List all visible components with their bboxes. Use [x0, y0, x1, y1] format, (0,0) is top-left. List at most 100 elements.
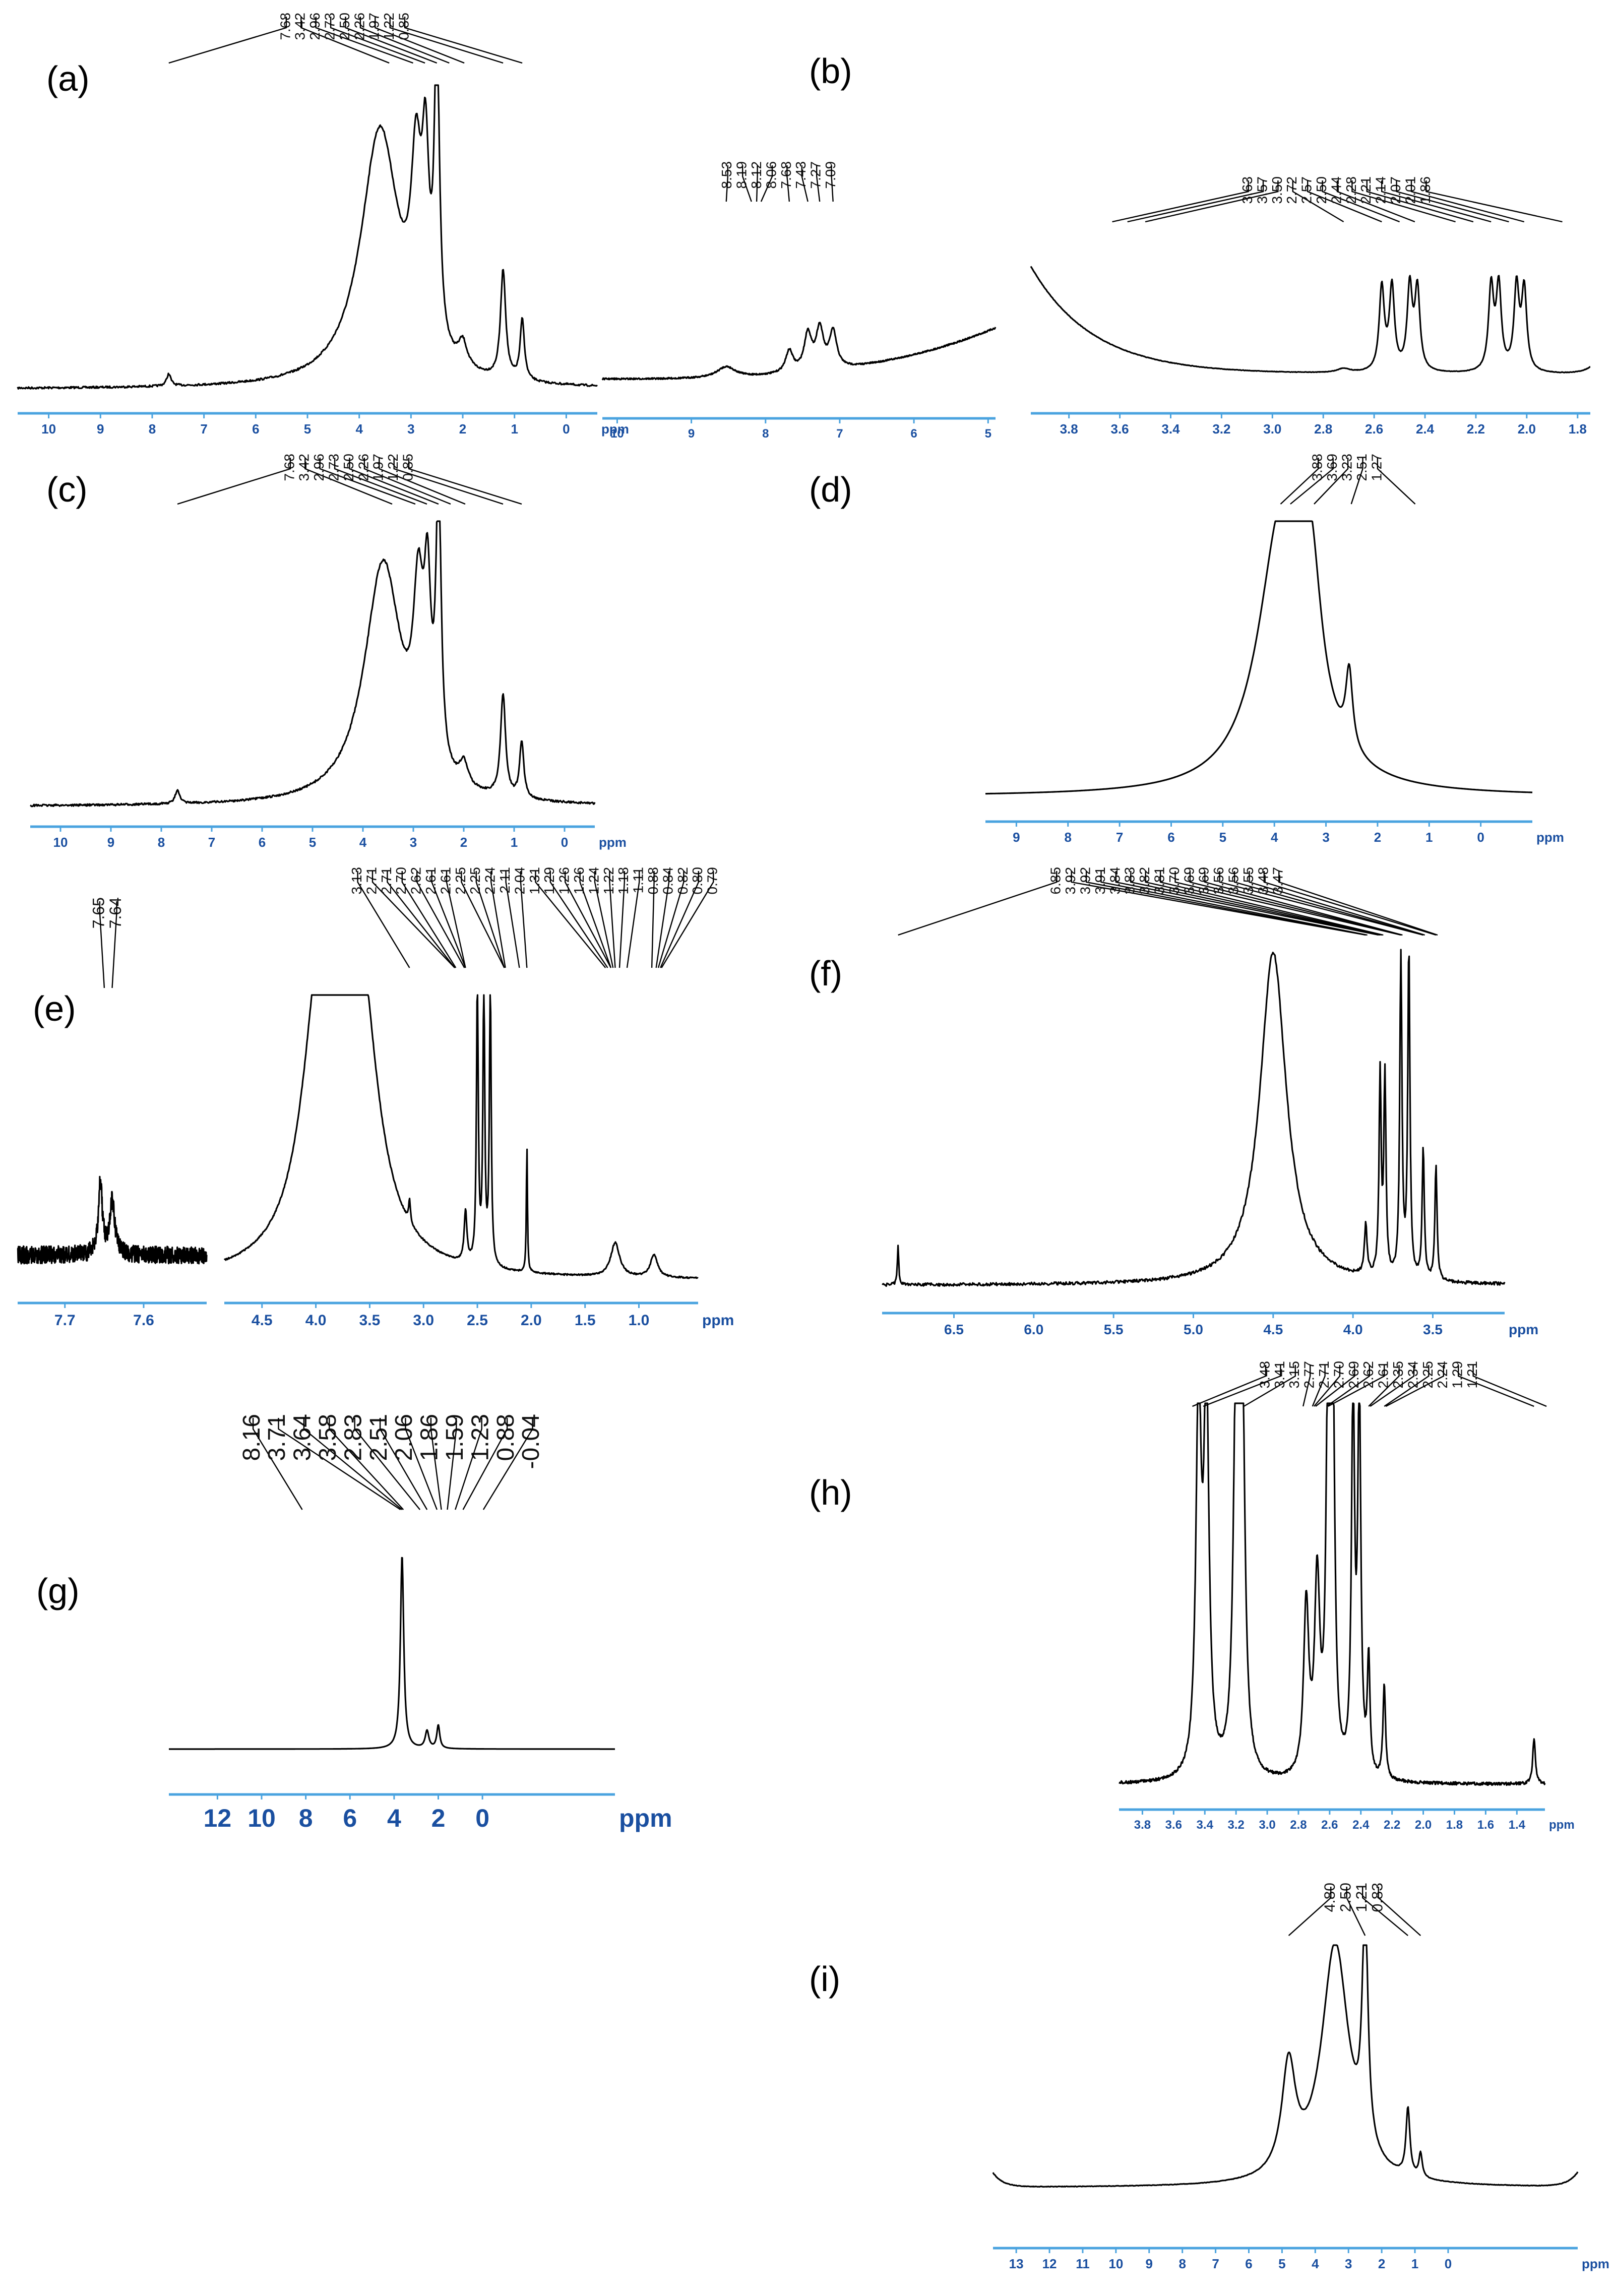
tick-label-b2: 2.2 [1467, 421, 1485, 437]
peak-leader-e2 [579, 871, 612, 968]
x-axis-title-c: ppm [599, 835, 627, 850]
tick-label-b2: 3.6 [1111, 421, 1129, 437]
peak-leader-e2 [651, 871, 655, 968]
tick-label-c: 4 [359, 835, 367, 850]
tick-label-b2: 2.0 [1518, 421, 1536, 437]
peak-label-e2: 1.24 [586, 867, 601, 895]
peak-label-d: 3.23 [1339, 454, 1354, 481]
peak-leader-g [329, 1418, 404, 1510]
tick-label-c: 1 [511, 835, 518, 850]
peak-leader-e1 [111, 901, 117, 988]
peak-label-e2: 2.24 [482, 867, 498, 895]
peak-leader-h [1302, 1365, 1311, 1407]
spectrum-trace-e2 [223, 994, 699, 1279]
peak-leader-i [1346, 1887, 1366, 1936]
peak-label-e2: 1.26 [571, 867, 587, 895]
peak-leader-e2 [387, 871, 456, 968]
peak-leader-g [462, 1418, 508, 1510]
tick-label-a: 4 [355, 421, 363, 437]
tick-label-e2: 4.0 [305, 1312, 327, 1329]
peak-leader-h [1368, 1365, 1400, 1407]
peak-label-d: 3.69 [1324, 454, 1340, 481]
peak-label-e1: 7.65 [89, 897, 107, 928]
peak-leader-b2 [1292, 180, 1344, 223]
peak-leader-b2 [1307, 180, 1382, 223]
peak-leader-e2 [535, 871, 606, 968]
peak-leader-c [304, 458, 393, 505]
peak-leader-h [1457, 1365, 1534, 1407]
peak-leader-f [1233, 871, 1423, 936]
tick-label-b2: 1.8 [1569, 421, 1587, 437]
peak-leader-i [1361, 1887, 1408, 1936]
spectrum-trace-g [168, 1557, 615, 1750]
peak-leader-h [1472, 1365, 1547, 1407]
panel-label-a: (a) [46, 59, 90, 98]
peak-leader-e2 [549, 871, 608, 968]
panel-label-i: (i) [809, 1959, 840, 1999]
peak-label-b2: 1.86 [1417, 176, 1433, 204]
peak-label-h: 2.62 [1360, 1361, 1376, 1389]
peak-label-f: 3.92 [1077, 867, 1093, 895]
tick-label-g: 2 [431, 1804, 446, 1832]
peak-leader-c [363, 458, 451, 505]
peak-label-e2: 2.71 [379, 867, 394, 895]
peak-label-h: 2.77 [1301, 1361, 1317, 1389]
tick-label-a: 9 [97, 421, 104, 437]
peak-label-f: 3.56 [1225, 867, 1241, 895]
peak-leader-f [1085, 871, 1366, 936]
peak-leader-f [1249, 871, 1425, 936]
peak-leader-e2 [431, 871, 466, 968]
tick-label-h: 2.4 [1352, 1818, 1370, 1832]
tick-label-g: 4 [387, 1804, 401, 1832]
peak-label-b2: 2.57 [1299, 176, 1315, 204]
peak-leader-c [349, 458, 439, 505]
peak-leader-h [1203, 1365, 1281, 1407]
peak-leader-h [1243, 1365, 1296, 1407]
peak-label-i: 4.80 [1322, 1883, 1338, 1912]
tick-label-a: 10 [41, 421, 56, 437]
peak-leader-e2 [564, 871, 612, 968]
x-axis-title-e2: ppm [702, 1312, 734, 1329]
tick-label-f: 4.5 [1263, 1322, 1283, 1337]
peak-label-e2: 2.70 [393, 867, 409, 895]
peak-label-f: 3.69 [1196, 867, 1212, 895]
peak-label-b2: 2.14 [1373, 176, 1389, 204]
x-axis-title-h: ppm [1549, 1818, 1575, 1832]
peak-leader-c [393, 458, 504, 505]
tick-label-h: 3.6 [1165, 1818, 1182, 1832]
tick-label-i: 6 [1245, 2256, 1252, 2271]
spectrum-trace-a [17, 84, 598, 390]
peak-leader-c [177, 458, 291, 505]
tick-label-b1: 8 [762, 427, 769, 441]
spectrum-trace-f [882, 949, 1506, 1287]
peak-leader-g [379, 1418, 428, 1510]
peak-leader-f [1159, 871, 1384, 936]
peak-leader-f [1145, 871, 1382, 936]
peak-label-g: -0.04 [518, 1414, 544, 1469]
peak-label-a: 2.50 [337, 13, 352, 40]
peak-label-a: 1.97 [366, 13, 382, 40]
peak-leader-e2 [661, 871, 714, 968]
peak-leader-a [375, 17, 465, 64]
x-axis-title-i: ppm [1582, 2256, 1609, 2271]
tick-label-f: 4.0 [1343, 1322, 1363, 1337]
tick-label-b2: 3.0 [1263, 421, 1281, 437]
peak-label-b1: 8.12 [749, 161, 764, 189]
peak-label-d: 1.27 [1369, 454, 1384, 481]
peak-label-e2: 1.29 [541, 867, 557, 895]
tick-label-c: 6 [259, 835, 266, 850]
peak-label-g: 8.16 [238, 1414, 265, 1461]
panel-label-c: (c) [46, 470, 88, 509]
tick-label-b2: 3.2 [1212, 421, 1230, 437]
tick-label-d: 1 [1425, 830, 1433, 845]
tick-label-i: 4 [1312, 2256, 1319, 2271]
tick-label-a: 5 [304, 421, 311, 437]
peak-leader-g [252, 1418, 303, 1510]
peak-label-a: 2.73 [322, 13, 337, 40]
peak-leader-e2 [490, 871, 506, 968]
tick-label-a: 3 [407, 421, 414, 437]
